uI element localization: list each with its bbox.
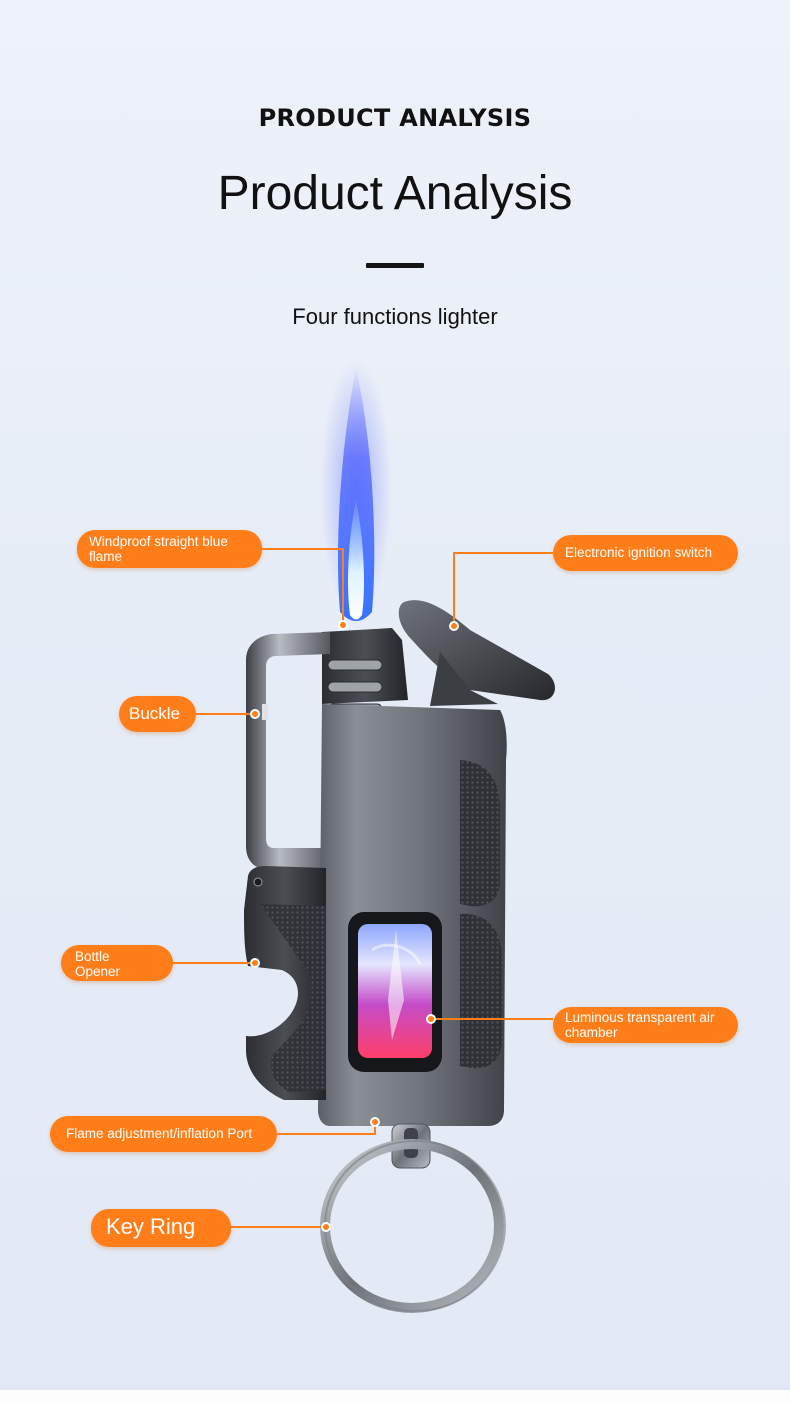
page-subtitle: Four functions lighter	[292, 304, 498, 329]
port-connector	[277, 1133, 375, 1135]
flame-dot	[338, 620, 348, 630]
callout-port: Flame adjustment/inflation Port	[50, 1116, 277, 1152]
bottle-dot	[250, 958, 260, 968]
callout-port-label: Flame adjustment/inflation Port	[66, 1126, 253, 1141]
callout-keyring: Key Ring	[91, 1209, 231, 1247]
page-title: Product Analysis	[217, 167, 573, 220]
title-divider	[366, 263, 424, 268]
buckle-dot	[250, 709, 260, 719]
keyring-connector	[231, 1226, 325, 1228]
port-connector-rise	[374, 1124, 376, 1135]
buckle-connector	[196, 713, 254, 715]
port-dot	[370, 1117, 380, 1127]
ignition-dot	[449, 621, 459, 631]
ignition-connector-drop	[453, 552, 455, 624]
chamber-dot	[426, 1014, 436, 1024]
callout-chamber-label: Luminous transparent air chamber	[565, 1010, 715, 1040]
flame-connector-drop	[342, 548, 344, 622]
callout-ignition: Electronic ignition switch	[553, 535, 738, 571]
callout-bottle: Bottle Opener	[61, 945, 173, 981]
callout-ignition-label: Electronic ignition switch	[565, 545, 713, 560]
section-eyebrow: PRODUCT ANALYSIS	[258, 104, 532, 132]
flame-connector	[262, 548, 344, 550]
ignition-connector	[453, 552, 553, 554]
keyring-dot	[321, 1222, 331, 1232]
bottle-connector	[173, 962, 255, 964]
chamber-connector	[430, 1018, 553, 1020]
bottom-strip	[0, 1390, 790, 1403]
callout-flame: Windproof straight blue flame	[77, 530, 262, 568]
callout-buckle-label: Buckle	[129, 704, 181, 723]
callout-chamber: Luminous transparent air chamber	[553, 1007, 738, 1043]
callout-flame-label: Windproof straight blue flame	[89, 534, 228, 564]
callout-bottle-label: Bottle Opener	[75, 949, 121, 979]
callout-keyring-label: Key Ring	[106, 1214, 196, 1239]
callout-buckle: Buckle	[119, 696, 196, 732]
